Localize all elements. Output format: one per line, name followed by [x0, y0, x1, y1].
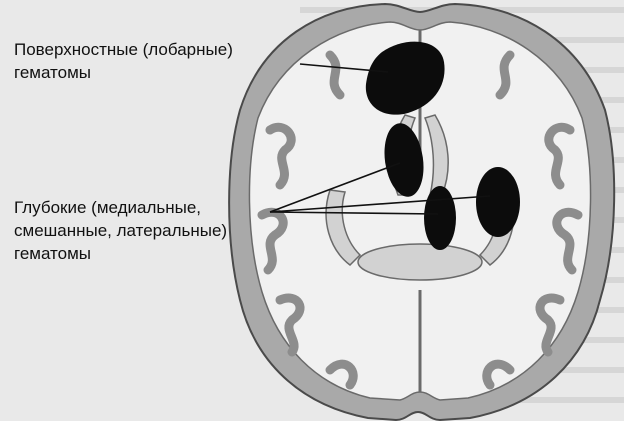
deep-hematoma-medial: [424, 186, 456, 250]
label-superficial-hematomas: Поверхностные (лобарные) гематомы: [14, 38, 233, 84]
label-deep-hematomas: Глубокие (медиальные, смешанные, латерал…: [14, 196, 227, 265]
deep-hematoma-mixed: [476, 167, 520, 237]
